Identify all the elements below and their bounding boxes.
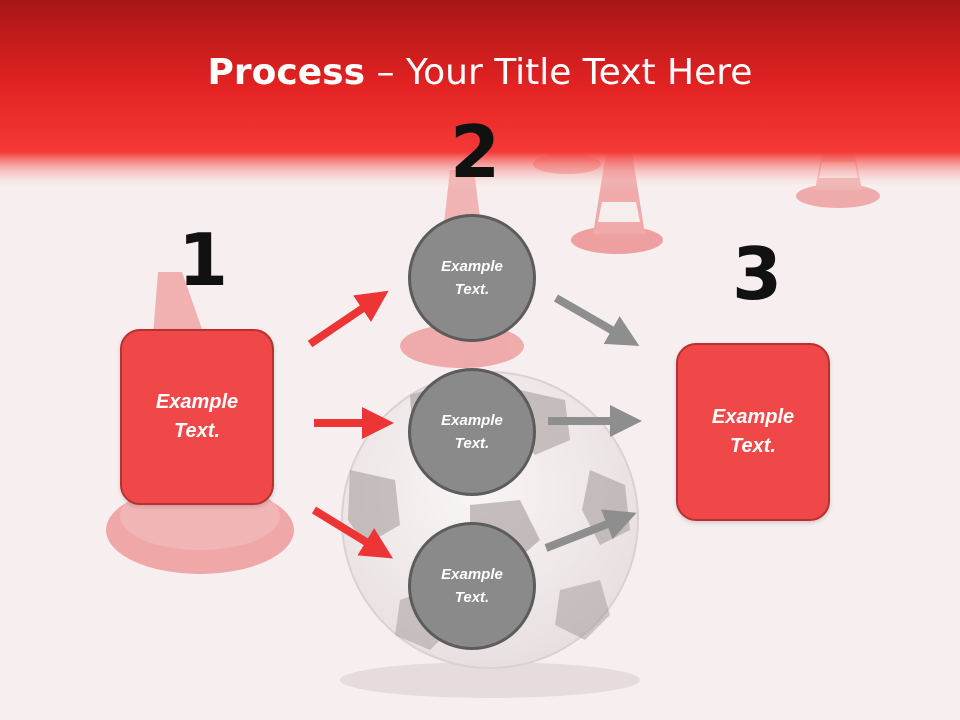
- step-circle-top-text: Example Text.: [441, 258, 503, 298]
- title-rest: – Your Title Text Here: [365, 52, 753, 93]
- step-box-3-text: Example Text.: [711, 406, 795, 457]
- slide-title: Process – Your Title Text Here: [0, 52, 960, 93]
- arrow-gray-up: [544, 509, 637, 552]
- arrow-gray-down: [554, 294, 640, 346]
- step-box-1-text: Example Text.: [155, 391, 239, 442]
- step-circle-bottom: Example Text.: [408, 522, 536, 650]
- title-bold: Process: [207, 52, 366, 93]
- header-band: [0, 0, 960, 190]
- step-number-1: 1: [178, 218, 229, 302]
- arrow-red-up: [307, 290, 389, 348]
- step-number-2: 2: [450, 110, 501, 194]
- step-circle-bottom-text: Example Text.: [441, 566, 503, 606]
- step-circle-middle-text: Example Text.: [441, 412, 503, 452]
- step-box-1: Example Text.: [120, 329, 274, 505]
- step-circle-top: Example Text.: [408, 214, 536, 342]
- arrow-red-down: [311, 506, 394, 559]
- step-circle-middle: Example Text.: [408, 368, 536, 496]
- step-number-3: 3: [732, 232, 783, 316]
- step-box-3: Example Text.: [676, 343, 830, 521]
